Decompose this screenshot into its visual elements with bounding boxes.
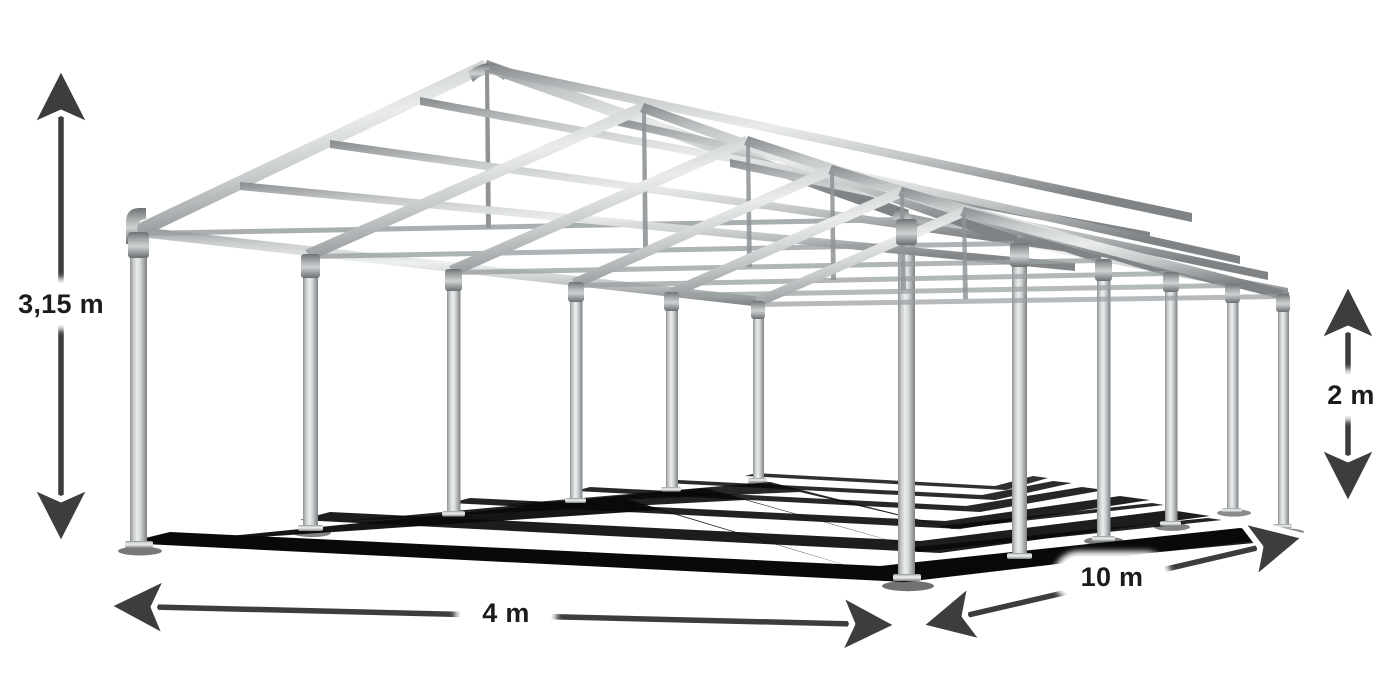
leg-near-1 — [125, 228, 153, 548]
leg-near-2 — [298, 252, 323, 531]
leg-near-6 — [748, 300, 767, 483]
leg-joints — [128, 219, 1290, 319]
leg-near-4 — [565, 281, 586, 503]
near-side-legs — [125, 228, 767, 548]
leg-near-5 — [661, 291, 681, 492]
dimension-label-eave-height: 2 m — [1312, 374, 1390, 416]
dimension-label-length: 10 m — [1058, 556, 1166, 598]
roof-trusses — [305, 103, 1284, 307]
dimension-label-height: 3,15 m — [8, 283, 114, 325]
leg-far-6 — [1273, 292, 1292, 529]
leg-far-5 — [1222, 282, 1242, 513]
truss-6 — [755, 207, 1284, 307]
far-side-legs — [893, 215, 1292, 581]
leg-near-3 — [442, 268, 465, 517]
dimension-label-width: 4 m — [460, 592, 552, 634]
leg-far-4 — [1160, 270, 1181, 526]
